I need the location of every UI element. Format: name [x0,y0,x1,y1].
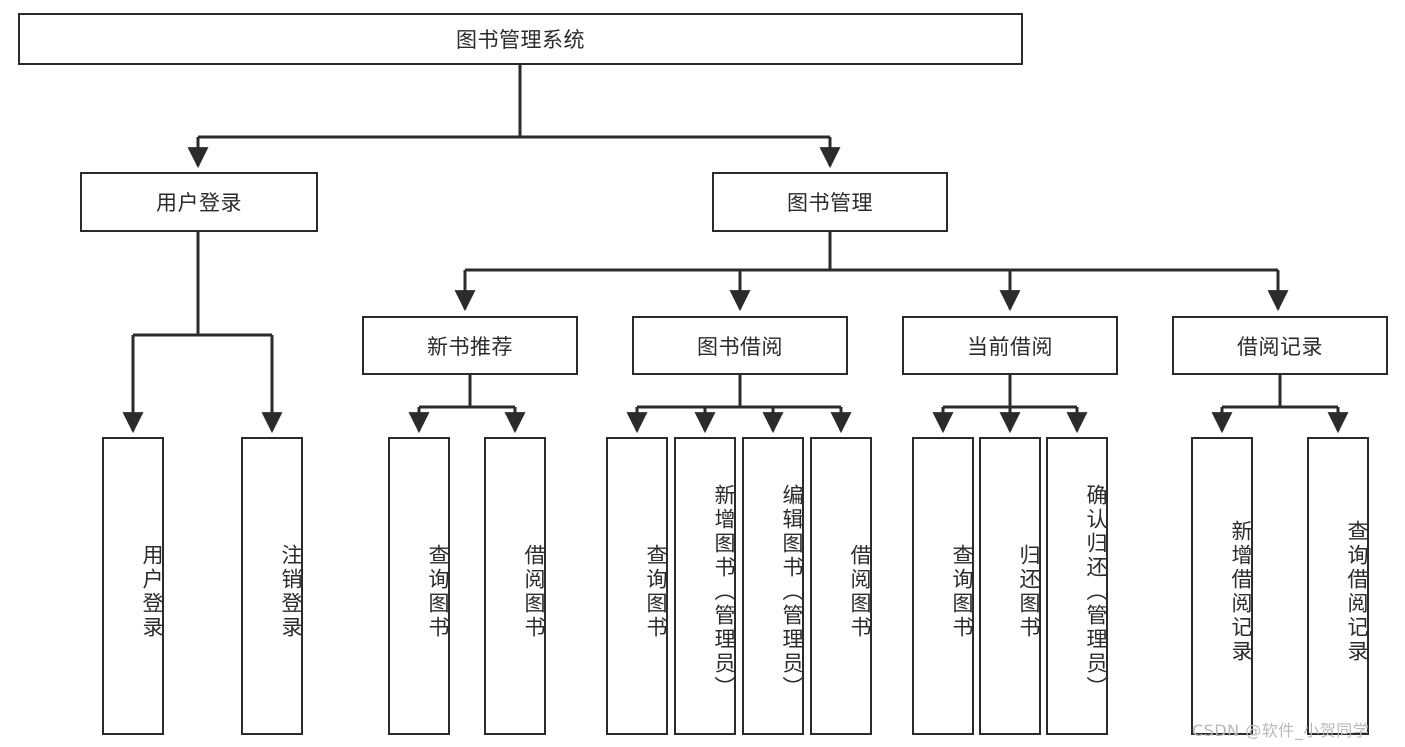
leaf-add-book-label: 新增图书（管理员） [712,484,736,700]
node-root-label: 图书管理系统 [456,28,585,52]
node-new-book-recommend-label: 新书推荐 [427,334,513,359]
leaf-add-record[interactable]: 新增借阅记录 [1191,437,1253,735]
leaf-add-record-label: 新增借阅记录 [1229,520,1253,664]
node-book-borrow[interactable]: 图书借阅 [632,316,848,375]
leaf-user-login-label: 用户登录 [140,544,164,640]
leaf-query-book-1[interactable]: 查询图书 [388,437,450,735]
node-new-book-recommend[interactable]: 新书推荐 [362,316,578,375]
leaf-query-book-2[interactable]: 查询图书 [606,437,668,735]
leaf-return-book[interactable]: 归还图书 [979,437,1041,735]
leaf-borrow-book-1[interactable]: 借阅图书 [484,437,546,735]
leaf-query-book-1-label: 查询图书 [426,544,450,640]
node-root[interactable]: 图书管理系统 [18,13,1023,65]
leaf-add-book[interactable]: 新增图书（管理员） [674,437,736,735]
leaf-query-book-3[interactable]: 查询图书 [912,437,974,735]
leaf-query-record[interactable]: 查询借阅记录 [1307,437,1369,735]
leaf-borrow-book-1-label: 借阅图书 [522,544,546,640]
leaf-query-book-2-label: 查询图书 [644,544,668,640]
leaf-confirm-return-label: 确认归还（管理员） [1084,484,1108,700]
leaf-edit-book-label: 编辑图书（管理员） [780,484,804,700]
leaf-borrow-book-2[interactable]: 借阅图书 [810,437,872,735]
node-book-management[interactable]: 图书管理 [712,172,948,232]
leaf-user-login[interactable]: 用户登录 [102,437,164,735]
leaf-logout-label: 注销登录 [279,544,303,640]
node-user-login[interactable]: 用户登录 [80,172,318,232]
node-user-login-label: 用户登录 [156,191,242,215]
node-current-borrow-label: 当前借阅 [967,334,1053,359]
watermark-text: CSDN @软件_小贺同学 [1192,721,1370,740]
node-borrow-record-label: 借阅记录 [1237,334,1323,359]
leaf-query-record-label: 查询借阅记录 [1345,520,1369,664]
node-current-borrow[interactable]: 当前借阅 [902,316,1118,375]
node-borrow-record[interactable]: 借阅记录 [1172,316,1388,375]
leaf-logout[interactable]: 注销登录 [241,437,303,735]
leaf-query-book-3-label: 查询图书 [950,544,974,640]
node-book-management-label: 图书管理 [787,191,873,215]
leaf-return-book-label: 归还图书 [1017,544,1041,640]
node-book-borrow-label: 图书借阅 [697,334,783,359]
leaf-borrow-book-2-label: 借阅图书 [848,544,872,640]
leaf-confirm-return[interactable]: 确认归还（管理员） [1046,437,1108,735]
leaf-edit-book[interactable]: 编辑图书（管理员） [742,437,804,735]
